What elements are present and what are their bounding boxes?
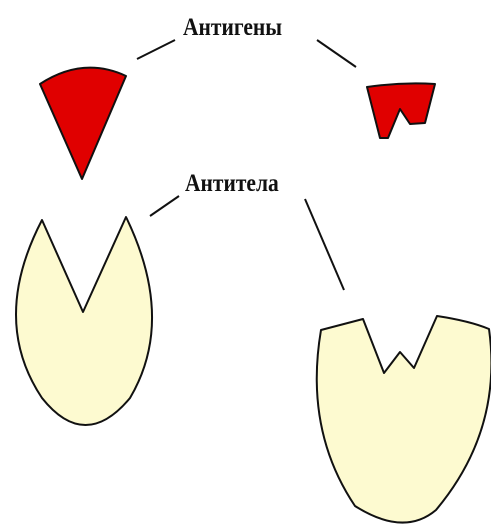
antigen-notched-shape (367, 83, 435, 138)
antibodies-label: Антитела (185, 170, 279, 198)
antigens-leader-right (317, 40, 356, 67)
antibodies-leader-left (150, 196, 179, 216)
antigens-label: Антигены (183, 14, 282, 42)
antigen-wedge-shape (40, 68, 126, 179)
antibodies-leader-right (305, 199, 344, 290)
antigens-leader-left (137, 40, 175, 59)
antibody-v-notch-shape (16, 217, 152, 425)
antibody-w-notch-shape (317, 316, 491, 523)
